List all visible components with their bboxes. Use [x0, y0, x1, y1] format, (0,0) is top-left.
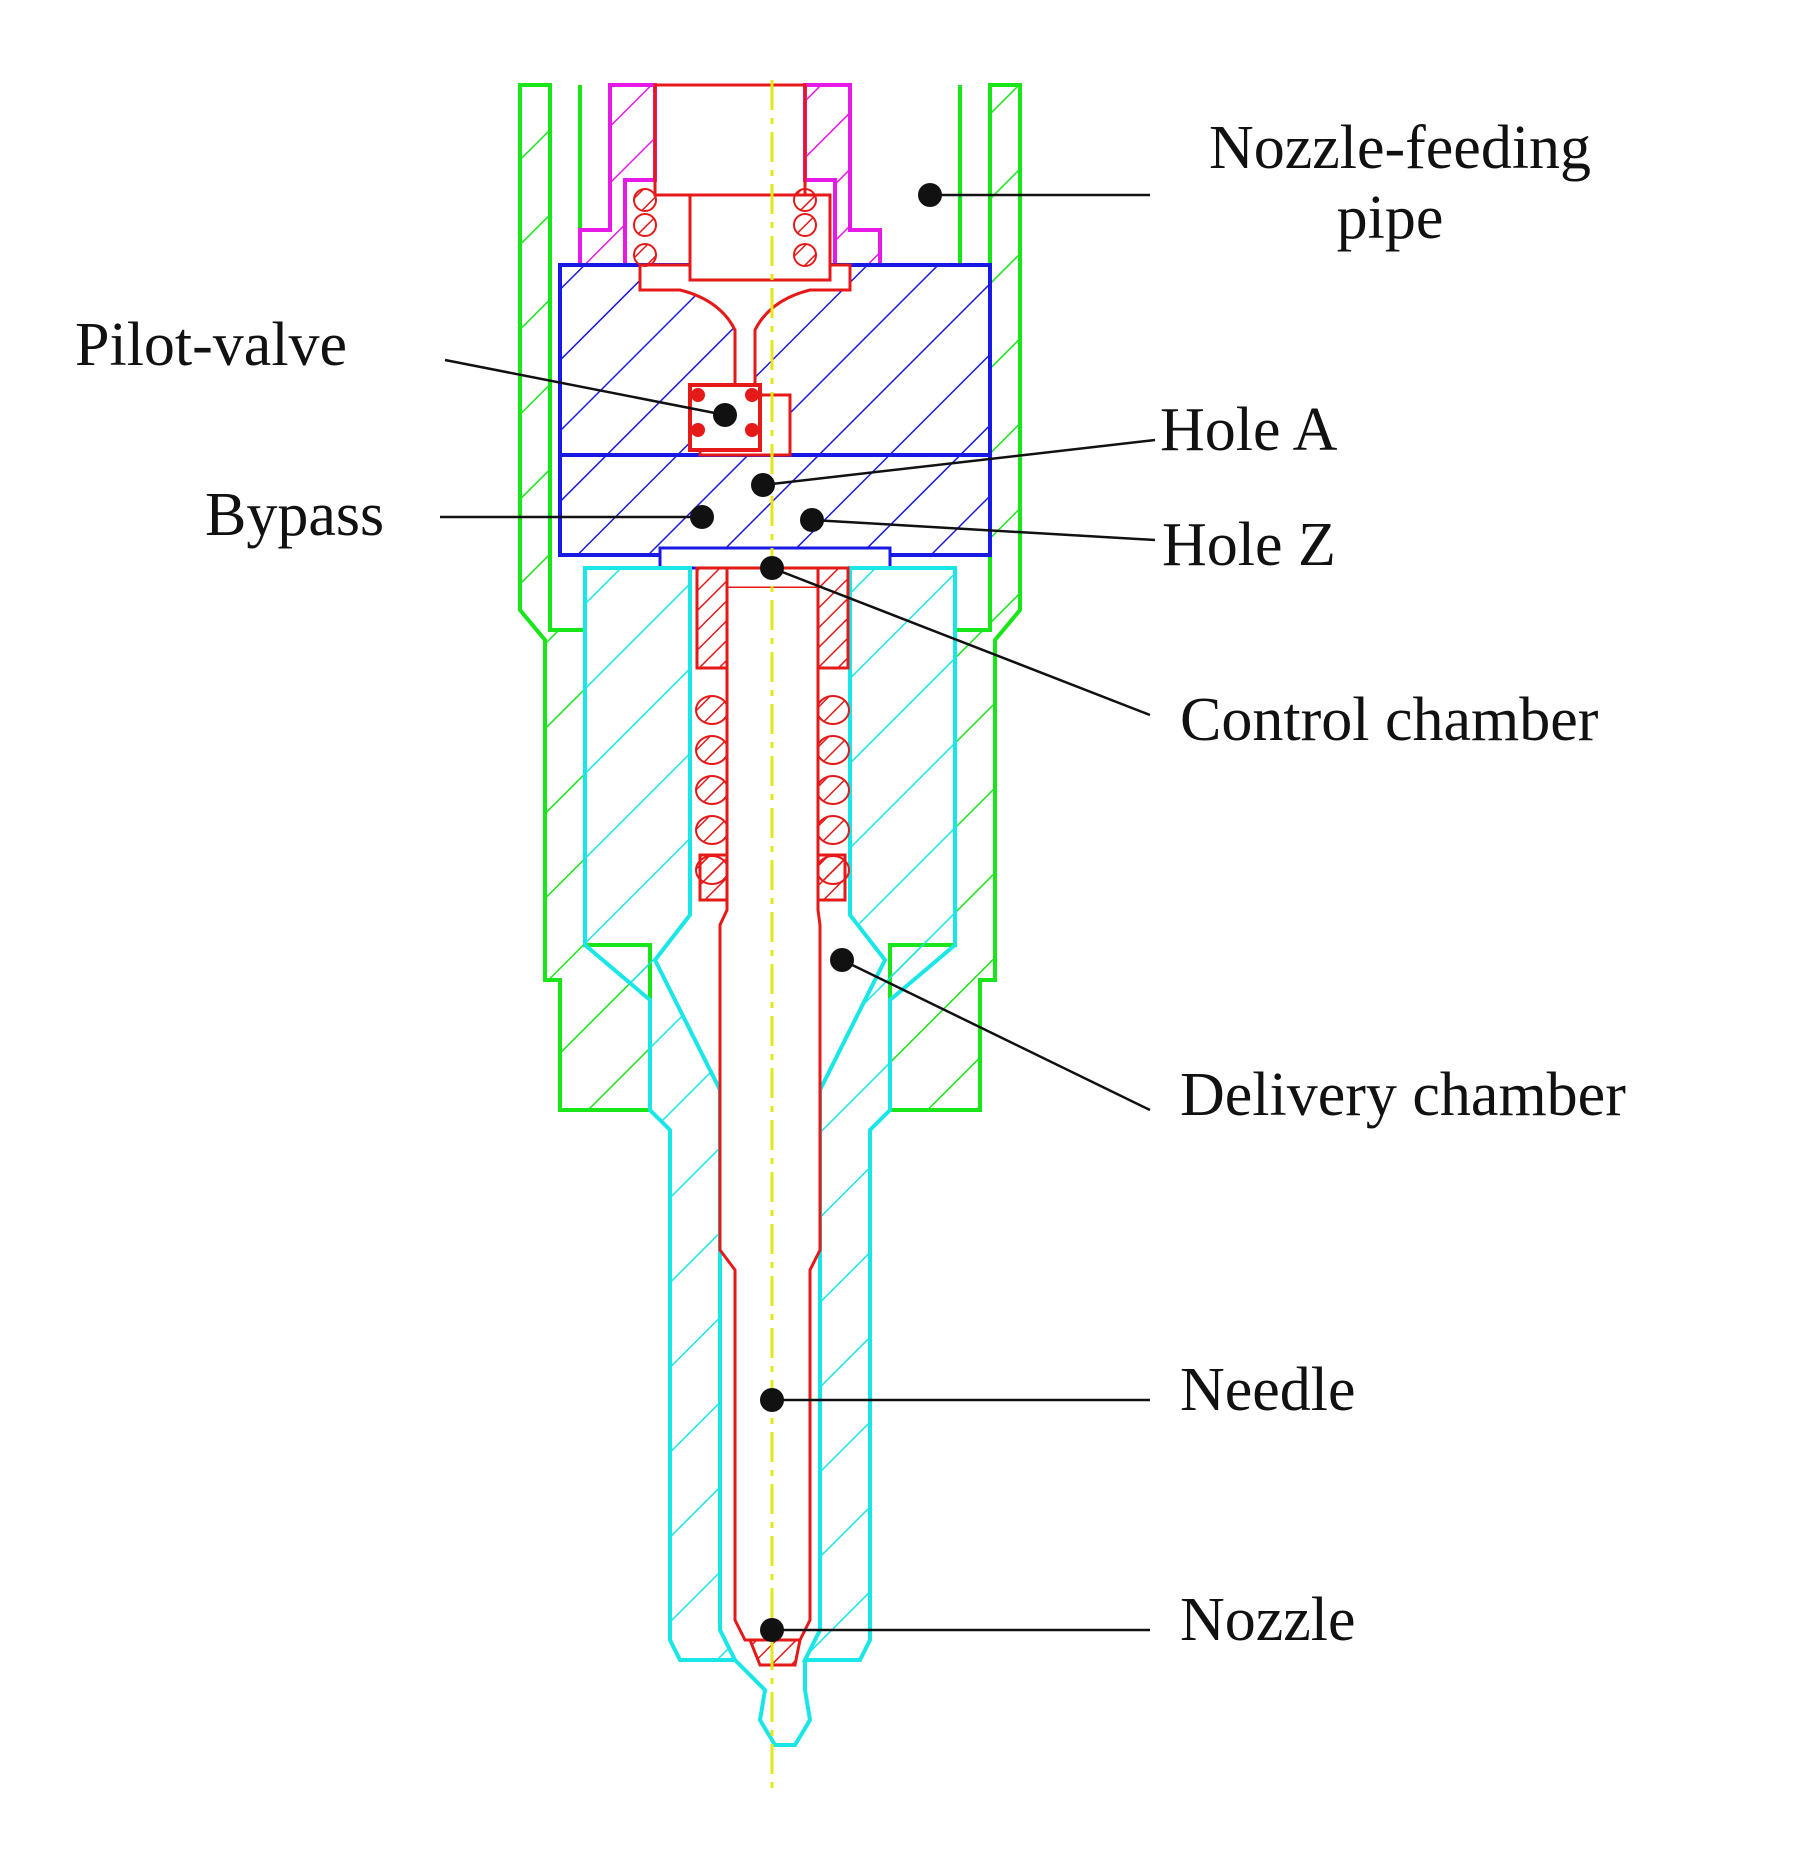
top-valve-body-left — [578, 83, 657, 267]
label-bypass: Bypass — [205, 481, 384, 549]
nozzle-tip — [733, 1658, 813, 1747]
dot-hole-a — [751, 473, 775, 497]
valve-block-lower — [558, 453, 992, 557]
label-hole-z: Hole Z — [1162, 511, 1336, 579]
dot-hole-z — [800, 508, 824, 532]
label-nozzle: Nozzle — [1180, 1586, 1356, 1654]
needle — [718, 588, 822, 1642]
nozzle-body — [583, 566, 957, 1747]
label-control-chamber: Control chamber — [1180, 686, 1599, 754]
nozzle-body-left — [583, 566, 739, 1662]
label-nozzle-feeding-pipe-line2: pipe — [1337, 184, 1444, 252]
leader-hole-a — [762, 438, 1156, 487]
label-pilot-valve: Pilot-valve — [75, 311, 347, 379]
pilot-valve-assembly — [633, 188, 852, 457]
nozzle-body-right — [801, 566, 957, 1662]
dot-needle — [760, 1388, 784, 1412]
labels: Nozzle-feeding pipe Pilot-valve Hole A B… — [75, 114, 1626, 1654]
needle-assembly — [695, 566, 850, 1667]
label-hole-a: Hole A — [1160, 396, 1338, 464]
leader-hole-z — [811, 518, 1156, 542]
dot-nozzle — [760, 1618, 784, 1642]
marker-dots — [690, 183, 942, 1642]
dot-pilot-valve — [713, 403, 737, 427]
label-needle: Needle — [1180, 1356, 1356, 1424]
dot-nozzle-feeding-pipe — [918, 183, 942, 207]
pilot-valve-spring — [633, 188, 817, 267]
control-piston-left — [695, 566, 729, 670]
pilot-valve-bore — [653, 83, 807, 197]
leader-lines — [440, 193, 1156, 1632]
leader-control-chamber — [771, 566, 1151, 717]
dot-delivery-chamber — [830, 948, 854, 972]
label-nozzle-feeding-pipe-line1: Nozzle-feeding — [1209, 114, 1591, 182]
dot-bypass — [690, 505, 714, 529]
dot-control-chamber — [760, 556, 784, 580]
control-piston-right — [816, 566, 850, 670]
leader-pilot-valve — [444, 358, 726, 417]
label-delivery-chamber: Delivery chamber — [1180, 1061, 1626, 1129]
leader-delivery-chamber — [841, 958, 1151, 1112]
